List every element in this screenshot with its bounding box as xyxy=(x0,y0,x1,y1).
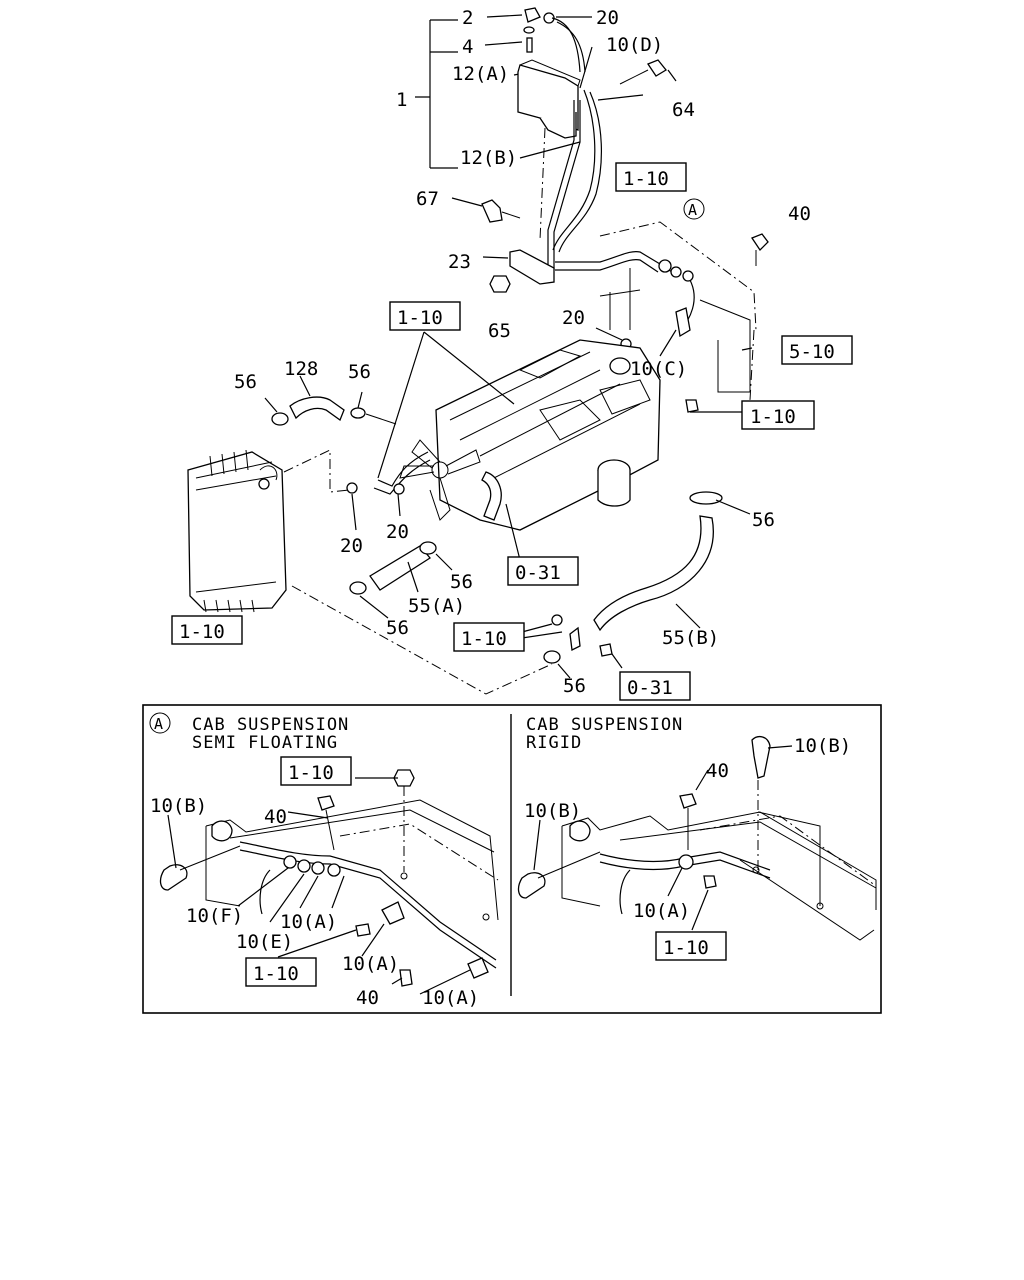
detail-left-10a-1: 10(A) xyxy=(280,911,337,933)
detail-left-1-10-b: 1-10 xyxy=(253,963,299,985)
detail-left-10a-2: 10(A) xyxy=(342,953,399,975)
detail-left-title-line2: SEMI FLOATING xyxy=(192,733,338,753)
leader-lines xyxy=(264,327,753,679)
callout-5-10: 5-10 xyxy=(789,341,835,363)
detail-right-10b-2: 10(B) xyxy=(524,800,581,822)
detail-right-title-line2: RIGID xyxy=(526,733,582,753)
reservoir-tank-assembly xyxy=(415,7,769,413)
detail-right-10a: 10(A) xyxy=(633,900,690,922)
callout-1: 1 xyxy=(396,89,407,111)
callout-55a: 55(A) xyxy=(408,595,465,617)
callout-56-a: 56 xyxy=(234,371,257,393)
callout-67: 67 xyxy=(416,188,439,210)
callout-20-b: 20 xyxy=(562,307,585,329)
callout-2: 2 xyxy=(462,7,473,29)
callout-20: 20 xyxy=(596,7,619,29)
detail-semi-floating: A CAB SUSPENSION SEMI FLOATING xyxy=(149,712,499,1009)
detail-right-10b-1: 10(B) xyxy=(794,735,851,757)
callout-64: 64 xyxy=(672,99,695,121)
detail-right-title-line1: CAB SUSPENSION xyxy=(526,715,683,735)
callout-4: 4 xyxy=(462,36,473,58)
callout-56-e: 56 xyxy=(386,617,409,639)
detail-left-40-b: 40 xyxy=(356,987,379,1009)
detail-panel xyxy=(142,704,882,1014)
callout-0-31-a: 0-31 xyxy=(515,562,561,584)
detail-left-10b: 10(B) xyxy=(150,795,207,817)
callout-23: 23 xyxy=(448,251,471,273)
detail-left-10e: 10(E) xyxy=(236,931,293,953)
engine-assembly xyxy=(373,339,661,531)
callout-56-c: 56 xyxy=(752,509,775,531)
callout-20-c: 20 xyxy=(340,535,363,557)
callout-1-10-a: 1-10 xyxy=(623,168,669,190)
callout-0-31-b: 0-31 xyxy=(627,677,673,699)
detail-left-40-a: 40 xyxy=(264,806,287,828)
callout-65: 65 xyxy=(488,320,511,342)
detail-a-marker: A xyxy=(154,715,163,733)
hoses-and-clamps xyxy=(271,396,723,664)
detail-left-title-line1: CAB SUSPENSION xyxy=(192,715,349,735)
callout-1-10-e: 1-10 xyxy=(461,628,507,650)
callout-40: 40 xyxy=(788,203,811,225)
callout-10d: 10(D) xyxy=(606,34,663,56)
callout-55b: 55(B) xyxy=(662,627,719,649)
callout-labels: 2 20 4 10(D) 12(A) 1 64 12(B) 1-10 67 40… xyxy=(171,7,853,701)
radiator xyxy=(187,449,553,695)
detail-right-40: 40 xyxy=(706,760,729,782)
detail-left-1-10-a: 1-10 xyxy=(288,762,334,784)
callout-56-d: 56 xyxy=(450,571,473,593)
callout-1-10-d: 1-10 xyxy=(179,621,225,643)
callout-1-10-b: 1-10 xyxy=(397,307,443,329)
callout-128: 128 xyxy=(284,358,318,380)
callout-12a: 12(A) xyxy=(452,63,509,85)
detail-left-10a-3: 10(A) xyxy=(422,987,479,1009)
callout-10c: 10(C) xyxy=(630,358,687,380)
callout-12b: 12(B) xyxy=(460,147,517,169)
detail-left-10f: 10(F) xyxy=(186,905,243,927)
detail-rigid: CAB SUSPENSION RIGID 10(B) 40 10(B) 10(A… xyxy=(517,715,877,961)
callout-20-d: 20 xyxy=(386,521,409,543)
callout-1-10-c: 1-10 xyxy=(750,406,796,428)
callout-a-marker: A xyxy=(688,201,697,219)
detail-right-1-10: 1-10 xyxy=(663,937,709,959)
callout-56-b: 56 xyxy=(348,361,371,383)
callout-56-f: 56 xyxy=(563,675,586,697)
